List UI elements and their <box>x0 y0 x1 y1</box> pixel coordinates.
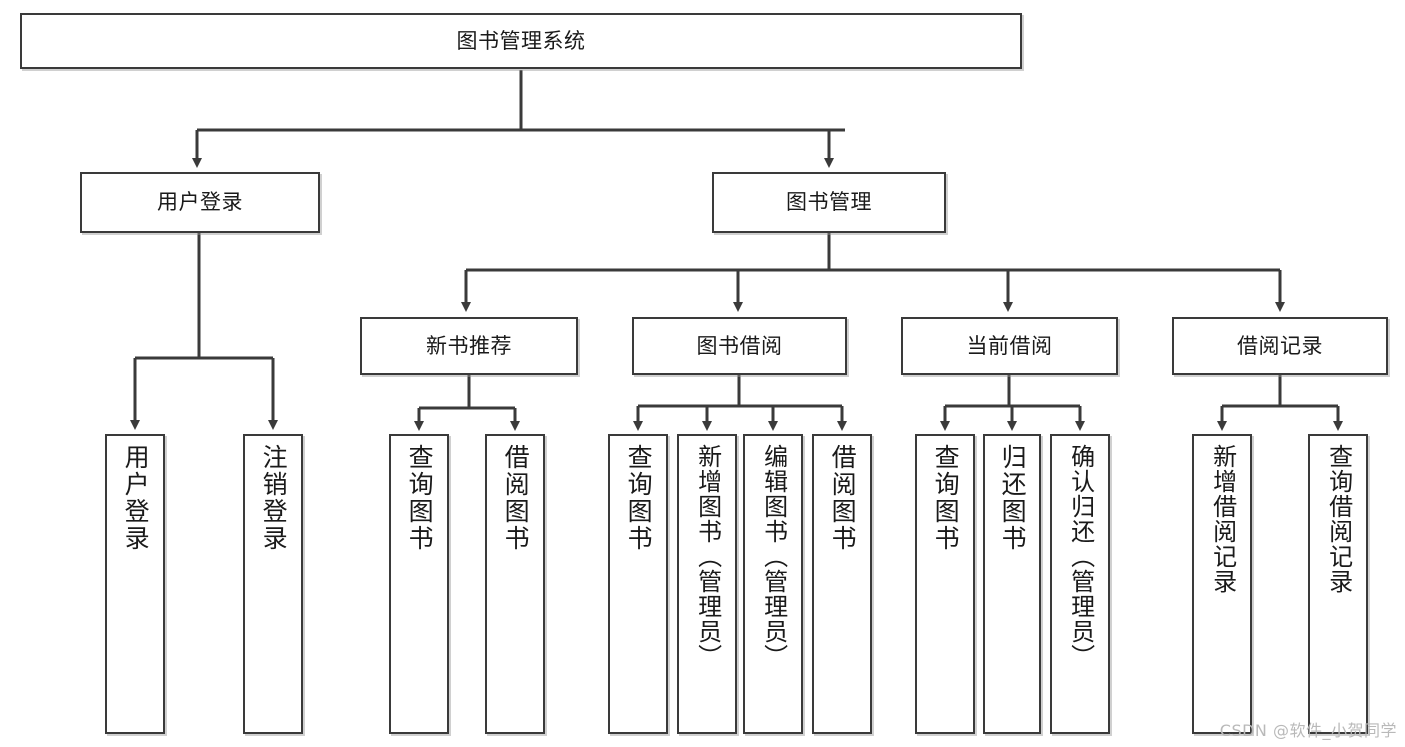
node-current-borrow[interactable]: 当前借阅 <box>901 317 1118 375</box>
watermark-text: CSDN @软件_小贺同学 <box>1219 721 1397 740</box>
node-label: 用户登录 <box>157 190 243 215</box>
node-label: 图书借阅 <box>696 333 783 358</box>
node-label: 图书管理 <box>786 190 872 215</box>
node-label: 借阅图书 <box>501 444 531 552</box>
node-label: 编辑图书（管理员） <box>759 444 788 669</box>
node-label: 借阅记录 <box>1237 333 1323 358</box>
node-label: 新增借阅记录 <box>1208 444 1237 594</box>
node-book-management[interactable]: 图书管理 <box>712 172 946 233</box>
node-label: 当前借阅 <box>966 333 1053 358</box>
node-book-borrow[interactable]: 图书借阅 <box>632 317 847 375</box>
node-label: 归还图书 <box>998 444 1028 552</box>
leaf-user-login-logout[interactable]: 注销登录 <box>243 434 303 734</box>
leaf-borrow-record-query-record[interactable]: 查询借阅记录 <box>1308 434 1368 734</box>
leaf-book-borrow-borrow-book[interactable]: 借阅图书 <box>812 434 872 734</box>
leaf-book-borrow-edit-book-admin[interactable]: 编辑图书（管理员） <box>743 434 803 734</box>
leaf-book-borrow-query-book[interactable]: 查询图书 <box>608 434 668 734</box>
node-label: 注销登录 <box>259 444 289 552</box>
node-label: 新增图书（管理员） <box>693 444 722 669</box>
node-label: 查询借阅记录 <box>1324 444 1353 594</box>
leaf-current-borrow-confirm-return-admin[interactable]: 确认归还（管理员） <box>1050 434 1110 734</box>
node-label: 查询图书 <box>624 444 654 552</box>
leaf-current-borrow-query-book[interactable]: 查询图书 <box>915 434 975 734</box>
node-label: 用户登录 <box>121 444 151 552</box>
node-label: 借阅图书 <box>828 444 858 552</box>
node-root-book-management-system[interactable]: 图书管理系统 <box>20 13 1022 69</box>
leaf-borrow-record-add-record[interactable]: 新增借阅记录 <box>1192 434 1252 734</box>
node-user-login[interactable]: 用户登录 <box>80 172 320 233</box>
leaf-book-borrow-add-book-admin[interactable]: 新增图书（管理员） <box>677 434 737 734</box>
node-label: 确认归还（管理员） <box>1066 444 1095 669</box>
leaf-new-book-borrow-book[interactable]: 借阅图书 <box>485 434 545 734</box>
node-label: 图书管理系统 <box>456 28 586 53</box>
node-borrow-record[interactable]: 借阅记录 <box>1172 317 1388 375</box>
node-new-book-recommend[interactable]: 新书推荐 <box>360 317 578 375</box>
leaf-user-login-login[interactable]: 用户登录 <box>105 434 165 734</box>
leaf-new-book-query-book[interactable]: 查询图书 <box>389 434 449 734</box>
leaf-current-borrow-return-book[interactable]: 归还图书 <box>983 434 1041 734</box>
node-label: 查询图书 <box>405 444 435 552</box>
node-label: 新书推荐 <box>426 333 512 358</box>
node-label: 查询图书 <box>931 444 961 552</box>
